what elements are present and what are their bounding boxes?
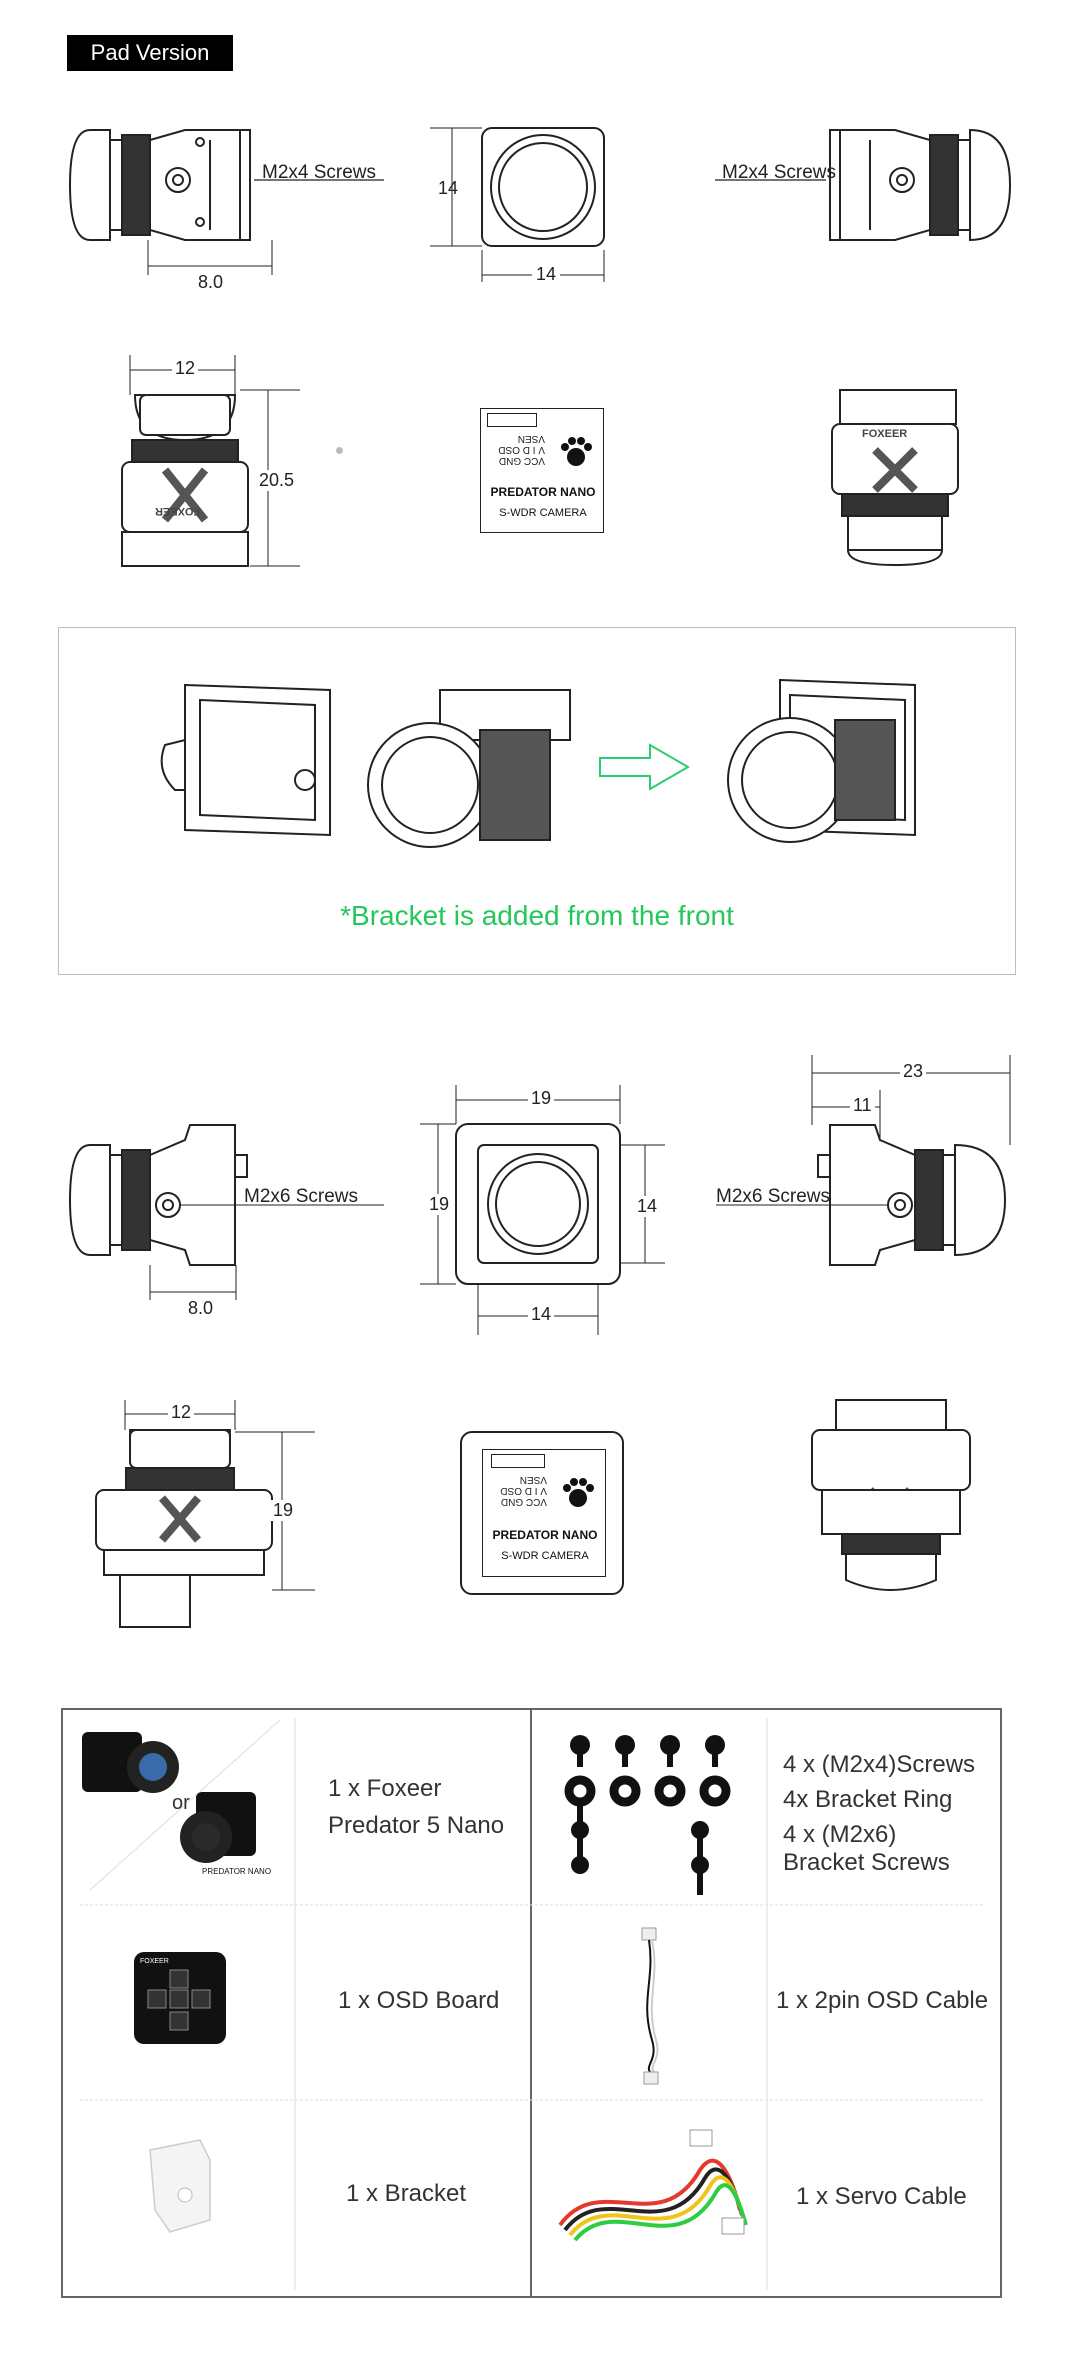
bracket-top-height-dim: 19 — [270, 1500, 297, 1521]
bracket-install-panel — [58, 627, 1016, 975]
bracket-front-inner-height: 14 — [634, 1196, 661, 1217]
bracket-pcb-connector — [491, 1454, 545, 1468]
paw-logo-icon — [557, 435, 595, 469]
item-screws-label: 4 x (M2x4)Screws 4x Bracket Ring 4 x (M2… — [783, 1751, 976, 1877]
bracket-pcb-back: VCC GND V I D OSD VSEN PREDATOR NANO S-W… — [460, 1431, 624, 1595]
screws-photo — [550, 1725, 760, 1895]
bracket-right-width-dim: 23 — [900, 1061, 927, 1082]
pad-top-width-dim: 12 — [172, 358, 199, 379]
pad-top-height-dim: 20.5 — [256, 470, 298, 491]
bracket-front-inner-width: 14 — [528, 1304, 555, 1325]
item-osd-cable-label: 1 x 2pin OSD Cable — [776, 1987, 989, 2014]
pad-pcb-pins: VCC GND V I D OSD VSEN — [498, 433, 545, 466]
bracket-left-screws-label: M2x6 Screws — [244, 1186, 359, 1207]
bracket-front-outer-height: 19 — [426, 1194, 453, 1215]
camera-pcb-text: PREDATOR NANO — [202, 1867, 271, 1876]
item-osd-board-label: 1 x OSD Board — [338, 1987, 500, 2014]
item-servo-cable-label: 1 x Servo Cable — [796, 2183, 967, 2210]
item-camera-label: 1 x Foxeer Predator 5 Nano — [328, 1775, 505, 1840]
pad-left-screws-label: M2x4 Screws — [262, 162, 377, 183]
bracket-left-depth-dim: 8.0 — [188, 1298, 214, 1318]
pad-right-screws-label: M2x4 Screws — [722, 162, 837, 183]
bracket-install-note: *Bracket is added from the front — [340, 900, 734, 931]
osd-board-photo: FOXEER — [134, 1952, 226, 2044]
pad-left-depth-dim: 8.0 — [198, 272, 224, 292]
pad-version-badge: Pad Version — [67, 35, 233, 71]
bracket-pcb-name: PREDATOR NANO — [492, 1528, 598, 1542]
pad-front-width-dim: 14 — [532, 264, 561, 285]
pad-front-height-dim: 14 — [438, 178, 459, 198]
item-bracket-label: 1 x Bracket — [346, 2180, 467, 2207]
bracket-front-outer-width: 19 — [528, 1088, 555, 1109]
pad-rear-brand: FOXEER — [862, 428, 908, 440]
pad-top-brand: FOXEER — [155, 505, 201, 517]
bracket-top-width-dim: 12 — [168, 1402, 195, 1423]
pad-pcb-name: PREDATOR NANO — [490, 485, 596, 499]
paw-logo-icon — [559, 1476, 597, 1510]
pad-pcb-connector — [487, 413, 537, 427]
bracket-pcb-pins: VCC GND V I D OSD VSEN — [500, 1474, 547, 1507]
pad-pcb-back: VCC GND V I D OSD VSEN PREDATOR NANO S-W… — [480, 408, 604, 533]
camera-photo: PREDATOR NANO or — [78, 1722, 288, 1892]
bracket-pcb-sub: S-WDR CAMERA — [501, 1550, 589, 1562]
bracket-right-offset-dim: 11 — [850, 1095, 875, 1116]
or-label: or — [172, 1792, 190, 1814]
pad-pcb-sub: S-WDR CAMERA — [499, 507, 587, 519]
dot-mark — [336, 447, 343, 454]
bracket-right-screws-label: M2x6 Screws — [716, 1186, 831, 1207]
